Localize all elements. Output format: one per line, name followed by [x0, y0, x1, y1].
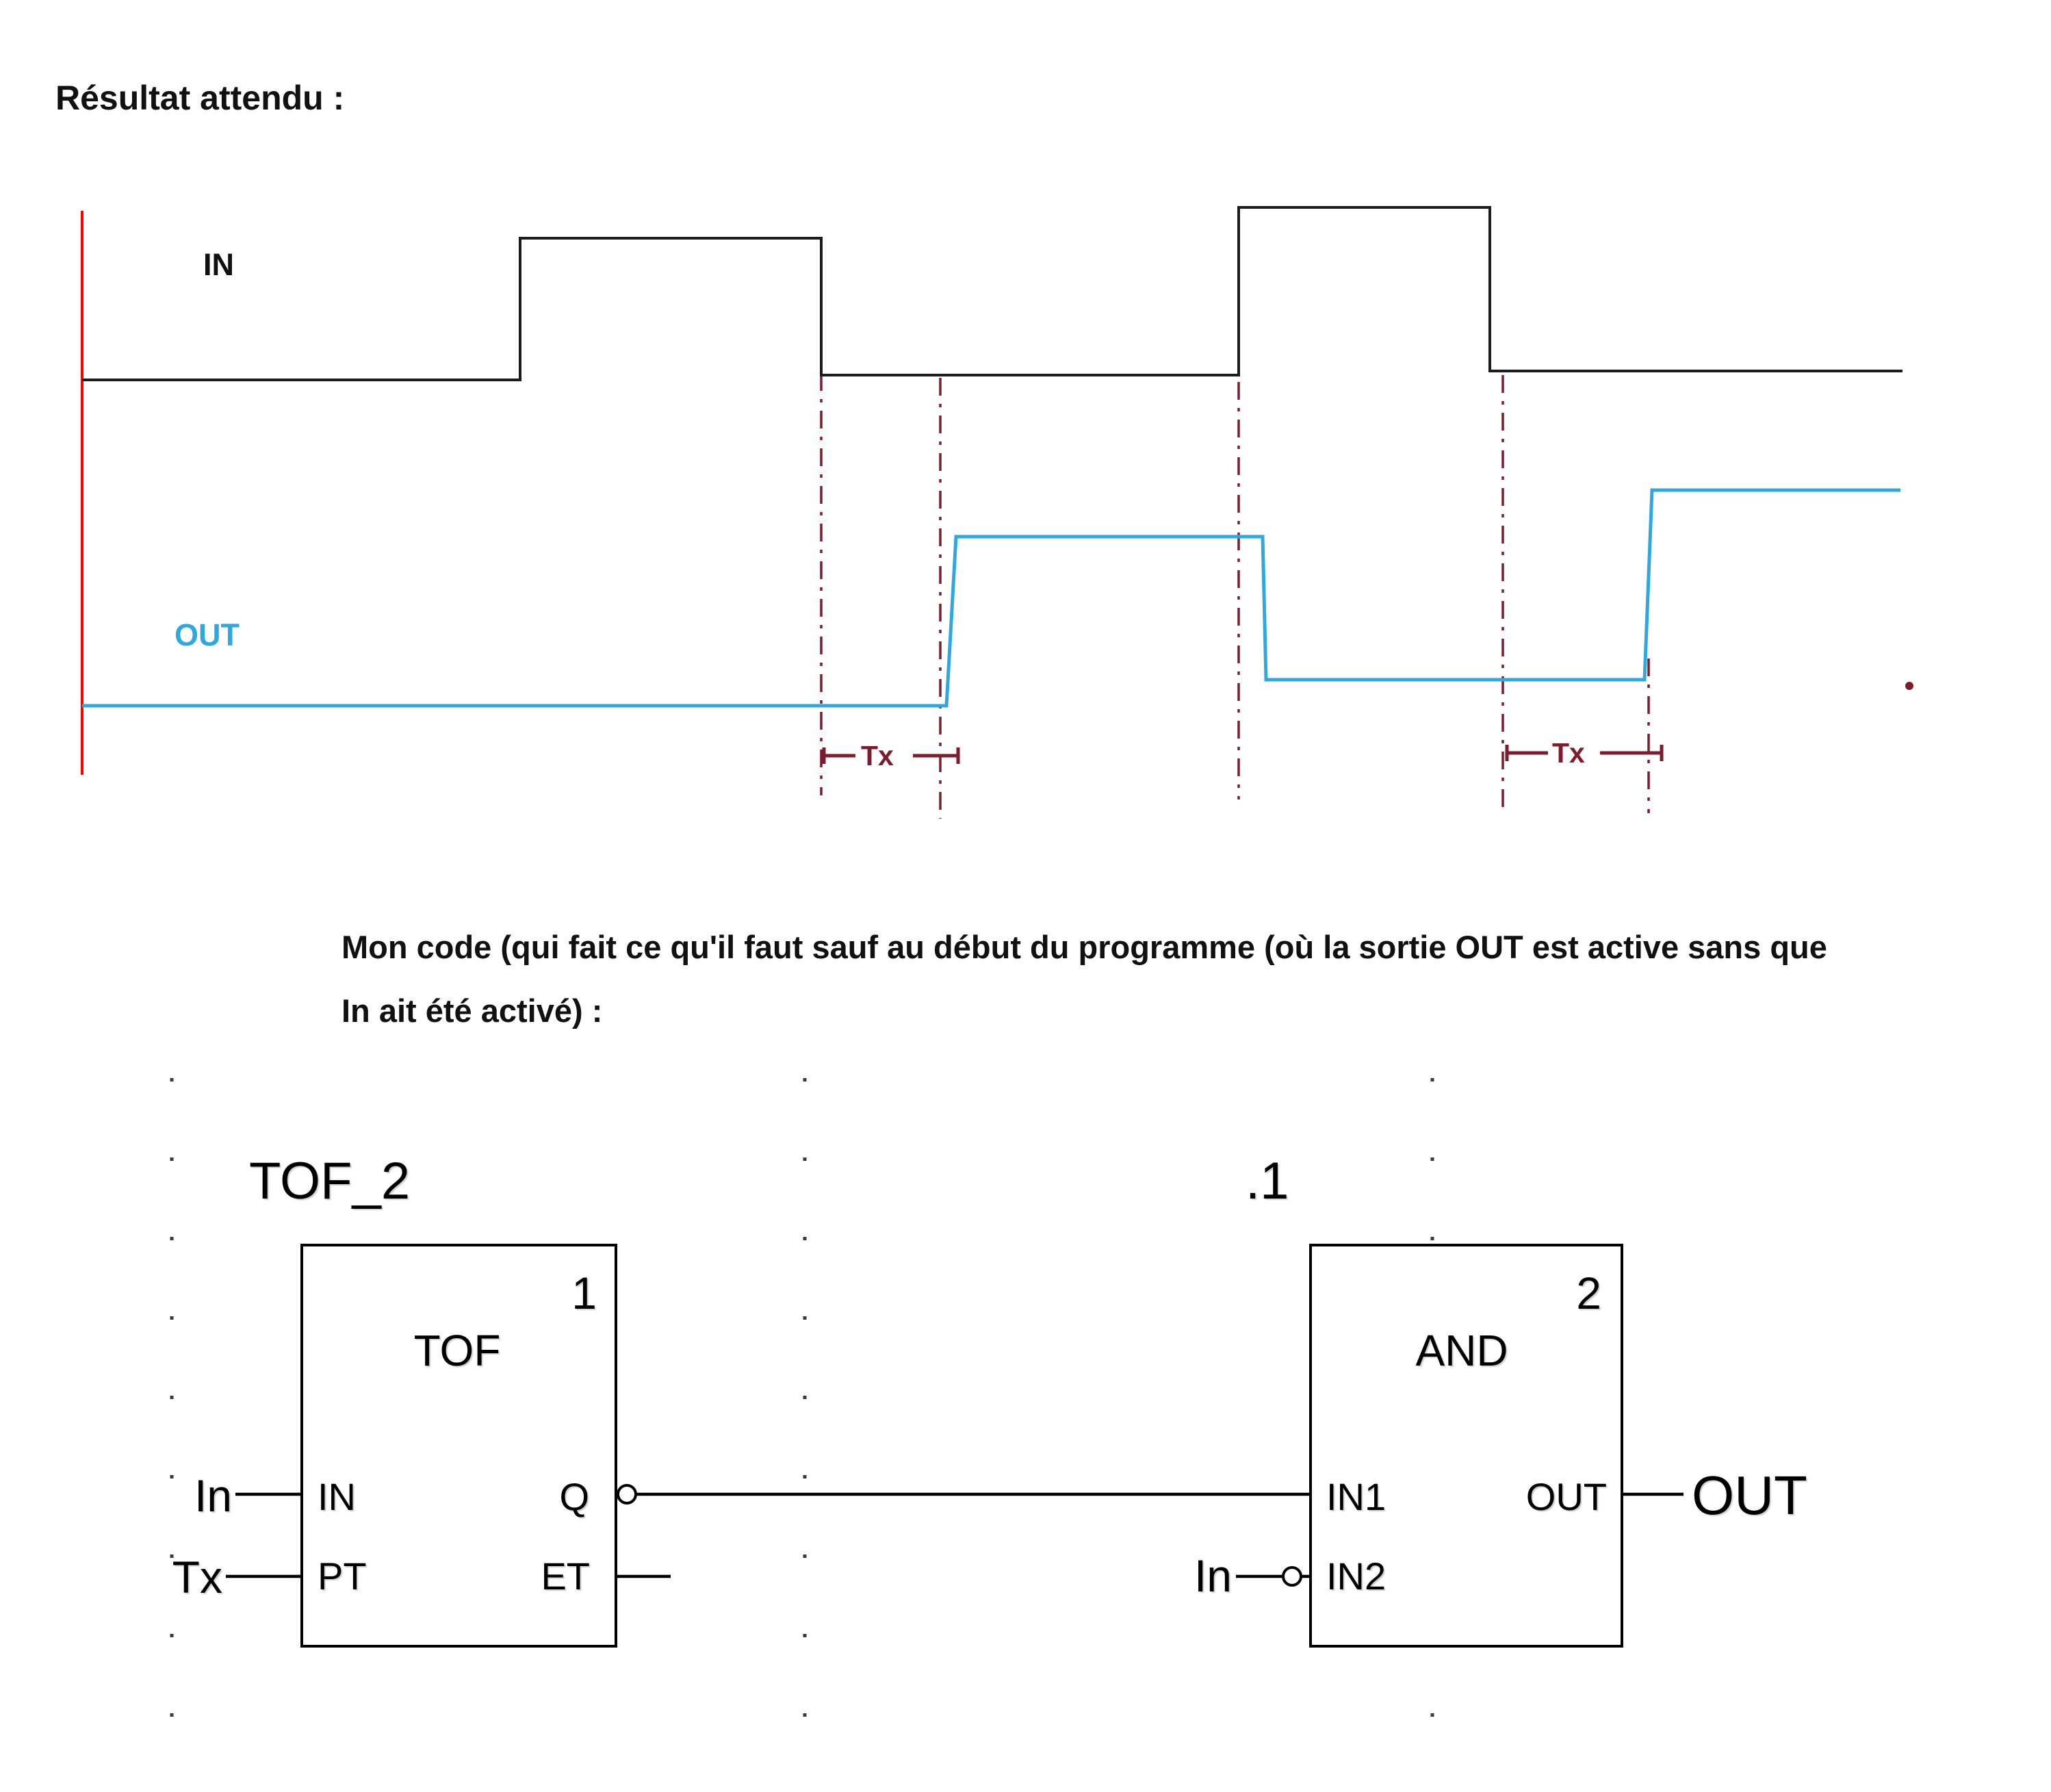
caption-line-2: In ait été activé) : [341, 993, 602, 1029]
timing-markers [820, 373, 1650, 819]
tof-exec-order: 1 [571, 1268, 597, 1318]
tof-block: TOF_2 1 TOF IN PT Q ET In Tx [172, 1152, 1311, 1648]
and-block-box [1309, 1244, 1623, 1648]
and-in2-wire-label: In [1194, 1550, 1232, 1601]
out-signal-label: OUT [175, 617, 240, 652]
and-port-in1: IN1 [1326, 1475, 1386, 1518]
tof-type-label: TOF [414, 1326, 501, 1375]
tof-pt-wire-label: Tx [172, 1552, 222, 1602]
tof-port-et: ET [541, 1554, 590, 1598]
and-port-out: OUT [1526, 1475, 1607, 1518]
tx-interval-marker-1: Tx [822, 740, 960, 771]
stray-dot [1905, 682, 1913, 690]
tx1-label: Tx [861, 740, 894, 771]
out-signal-trace [82, 488, 1900, 708]
tof-in-wire-label: In [194, 1470, 232, 1521]
page-title: Résultat attendu : [55, 79, 344, 117]
negation-circle-in2 [1282, 1566, 1302, 1587]
tof-block-box [300, 1244, 617, 1648]
and-instance-label: .1 [1246, 1152, 1289, 1210]
tof-instance-label: TOF_2 [249, 1152, 410, 1210]
and-out-wire-label: OUT [1692, 1465, 1807, 1526]
and-type-label: AND [1415, 1326, 1508, 1375]
tof-port-in: IN [318, 1475, 356, 1518]
and-block: .1 2 AND IN1 IN2 OUT In OUT [1194, 1152, 1807, 1648]
negation-circle-q [617, 1484, 637, 1505]
tx-interval-marker-2: Tx [1505, 737, 1664, 769]
caption-line-1: Mon code (qui fait ce qu'il faut sauf au… [341, 929, 1827, 965]
tof-port-pt: PT [318, 1554, 367, 1598]
tx2-label: Tx [1552, 737, 1585, 769]
in-signal-label: IN [203, 247, 234, 282]
in-signal-trace [82, 206, 1902, 381]
and-port-in2: IN2 [1326, 1554, 1386, 1598]
and-exec-order: 2 [1576, 1268, 1601, 1318]
tof-port-q: Q [559, 1475, 589, 1518]
